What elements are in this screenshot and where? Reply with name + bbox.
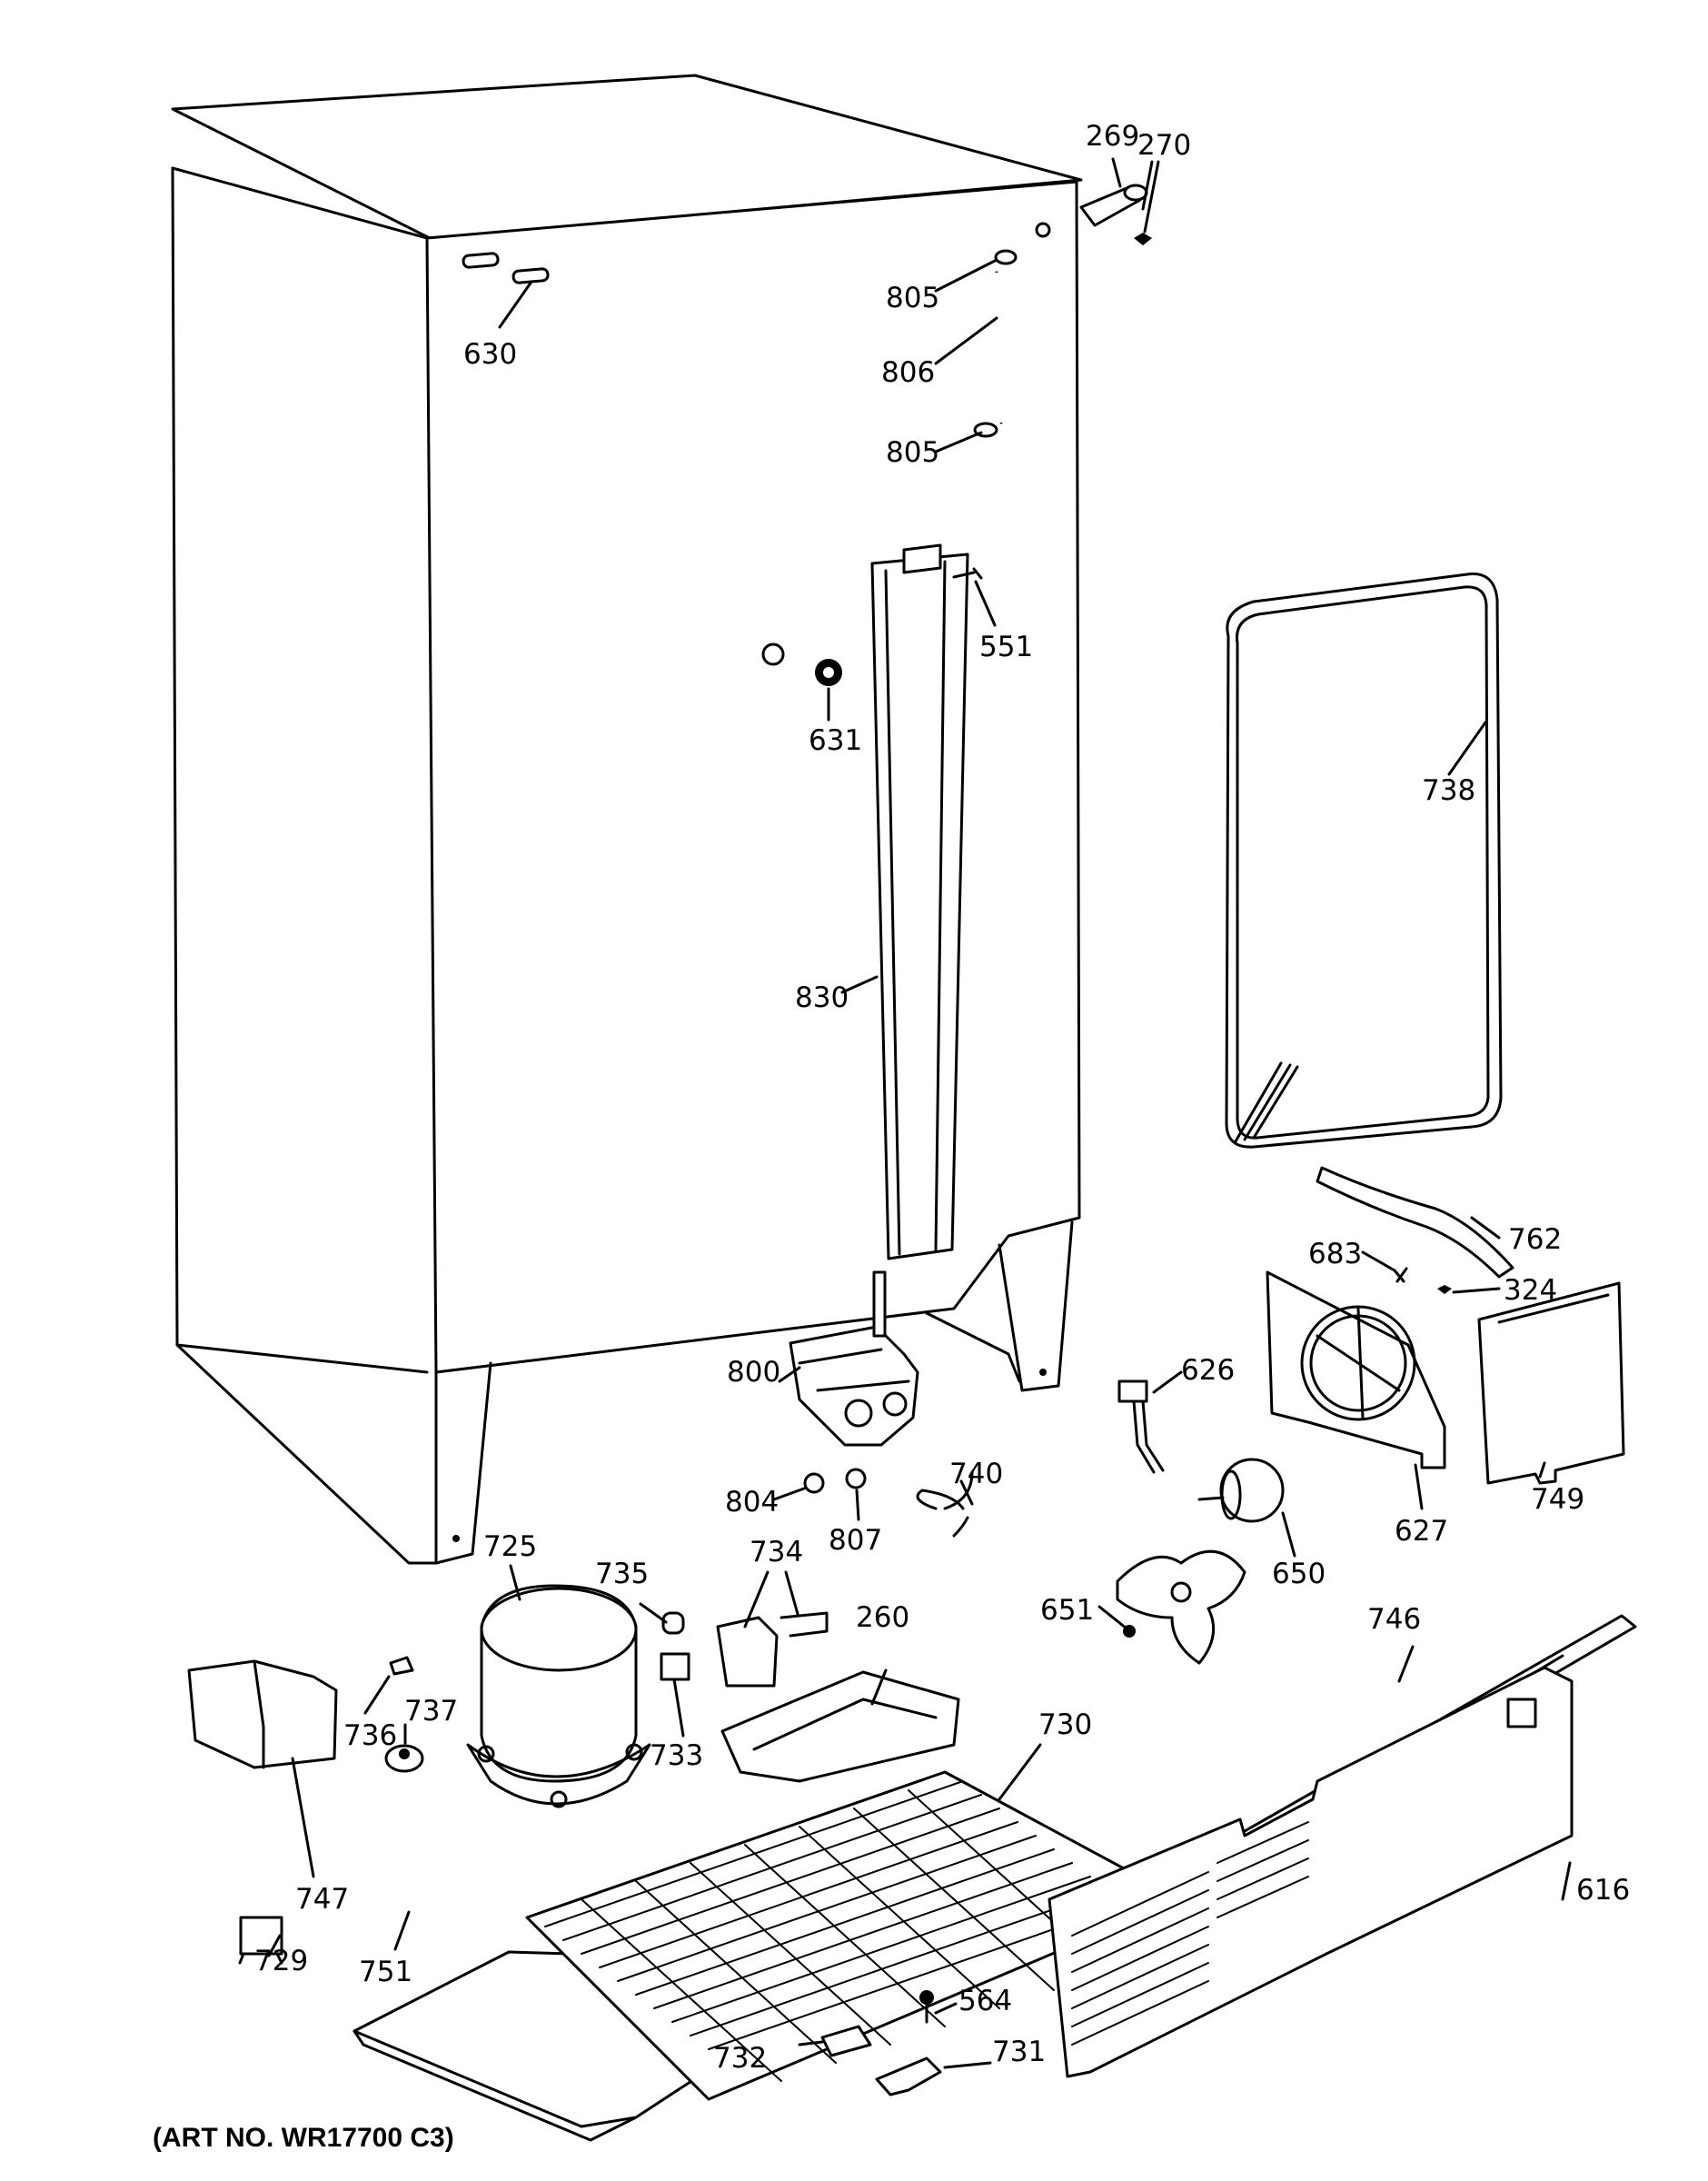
bracket-731 [875, 2057, 942, 2096]
callout-650: 650 [1272, 1558, 1326, 1590]
callout-626: 626 [1181, 1354, 1235, 1387]
callout-732: 732 [713, 2042, 767, 2075]
callout-731: 731 [992, 2036, 1046, 2068]
screw-564 [919, 1990, 934, 2024]
part-762-strip [1316, 1166, 1514, 1279]
callout-735: 735 [595, 1558, 649, 1590]
leader-lines [267, 157, 1572, 2069]
callout-683: 683 [1308, 1238, 1362, 1270]
callout-labels: 269 270 630 805 806 805 551 631 738 830 … [254, 120, 1630, 2075]
callout-740: 740 [949, 1458, 1003, 1490]
callout-762: 762 [1508, 1223, 1562, 1256]
callout-738: 738 [1422, 774, 1475, 807]
callout-751: 751 [359, 1956, 412, 1988]
part-735 [661, 1611, 685, 1635]
gasket-738 [1225, 573, 1503, 1149]
part-733 [660, 1652, 690, 1681]
art-number: (ART NO. WR17700 C3) [153, 2123, 454, 2153]
screw-324 [1437, 1285, 1452, 1294]
compressor-725 [466, 1584, 651, 1808]
callout-733: 733 [650, 1739, 703, 1772]
condenser-730 [525, 1770, 1183, 2101]
callout-630: 630 [463, 338, 517, 371]
callout-736: 736 [343, 1719, 397, 1752]
callout-269: 269 [1086, 120, 1139, 153]
ball-807 [845, 1468, 867, 1489]
part-732 [820, 2025, 872, 2057]
callout-270: 270 [1137, 129, 1191, 162]
callout-324: 324 [1504, 1274, 1557, 1307]
shroud-627 [1266, 1270, 1446, 1469]
callout-800: 800 [727, 1356, 780, 1389]
callout-737: 737 [404, 1695, 458, 1728]
clip-740 [916, 1470, 974, 1538]
part-729 [238, 1916, 283, 1965]
relay-734 [716, 1611, 829, 1688]
grommet-631 [815, 659, 842, 686]
cover-747 [187, 1659, 338, 1769]
callout-806: 806 [881, 356, 935, 389]
callout-804: 804 [725, 1486, 779, 1519]
fan-651 [1116, 1549, 1246, 1665]
valve-800 [789, 1270, 919, 1447]
cover-749 [1477, 1281, 1625, 1485]
screw-551 [952, 567, 983, 580]
callout-746: 746 [1367, 1603, 1421, 1636]
callout-631: 631 [809, 724, 862, 757]
callout-805-bottom: 805 [886, 436, 939, 469]
callout-725: 725 [483, 1530, 537, 1563]
callout-616: 616 [1576, 1874, 1630, 1907]
part-269 [1079, 184, 1152, 245]
callout-651: 651 [1040, 1594, 1094, 1627]
callout-729: 729 [254, 1945, 308, 1977]
switch-626 [1117, 1379, 1165, 1474]
screw-683 [1393, 1267, 1408, 1283]
callout-260: 260 [856, 1601, 909, 1634]
callout-805-top: 805 [886, 282, 939, 314]
drain-pan-260 [720, 1670, 960, 1783]
callout-747: 747 [295, 1883, 349, 1916]
callout-564: 564 [958, 1985, 1012, 2017]
callout-830: 830 [795, 981, 849, 1014]
part-737 [384, 1744, 424, 1773]
callout-730: 730 [1038, 1708, 1092, 1741]
channel-830 [870, 543, 969, 1260]
ball-804 [803, 1472, 825, 1494]
callout-551: 551 [979, 631, 1033, 663]
callout-627: 627 [1395, 1515, 1448, 1548]
grille-616 [1048, 1666, 1574, 2078]
callout-807: 807 [829, 1524, 882, 1557]
motor-650 [1197, 1458, 1285, 1523]
callout-749: 749 [1531, 1483, 1584, 1516]
part-736 [389, 1656, 414, 1676]
callout-734: 734 [750, 1536, 803, 1569]
